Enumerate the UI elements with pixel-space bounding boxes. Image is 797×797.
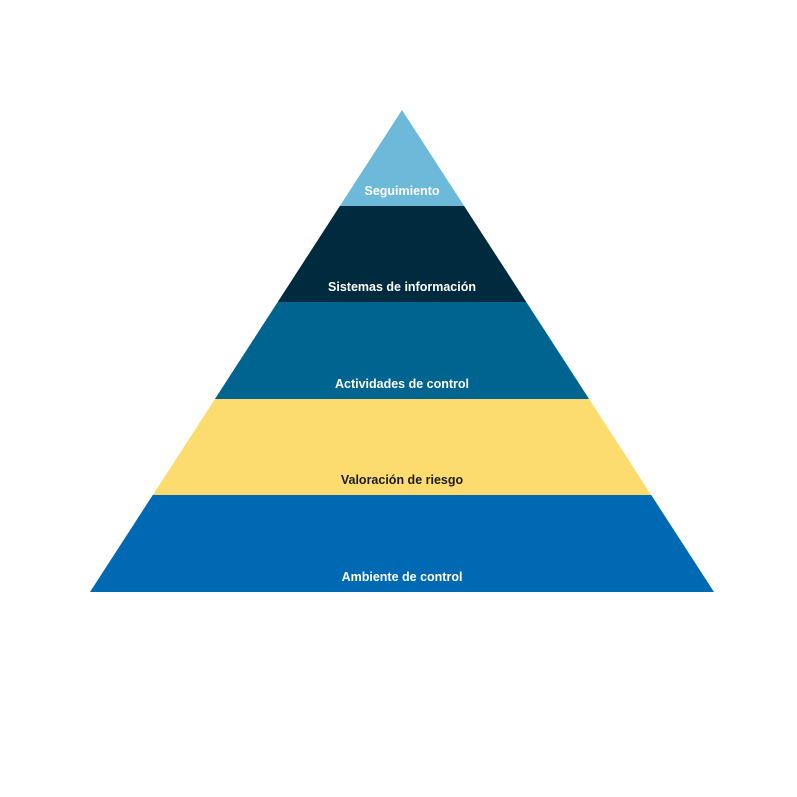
tier-sistemas-de-informacion-shape: [277, 206, 527, 302]
tier-actividades-de-control: Actividades de control: [214, 302, 590, 399]
tier-ambiente-de-control: Ambiente de control: [90, 495, 714, 592]
tier-actividades-de-control-label: Actividades de control: [335, 377, 469, 391]
tier-ambiente-de-control-shape: [90, 495, 714, 592]
tier-seguimiento-label: Seguimiento: [364, 184, 439, 198]
tier-sistemas-de-informacion-label: Sistemas de información: [328, 280, 476, 294]
tier-seguimiento-shape: [339, 110, 465, 206]
tier-ambiente-de-control-label: Ambiente de control: [342, 570, 463, 584]
tier-actividades-de-control-shape: [214, 302, 590, 399]
tier-sistemas-de-informacion: Sistemas de información: [277, 206, 527, 302]
tier-seguimiento: Seguimiento: [339, 110, 465, 206]
tier-valoracion-de-riesgo-shape: [152, 399, 652, 495]
tier-valoracion-de-riesgo: Valoración de riesgo: [152, 399, 652, 495]
tier-valoracion-de-riesgo-label: Valoración de riesgo: [341, 473, 464, 487]
